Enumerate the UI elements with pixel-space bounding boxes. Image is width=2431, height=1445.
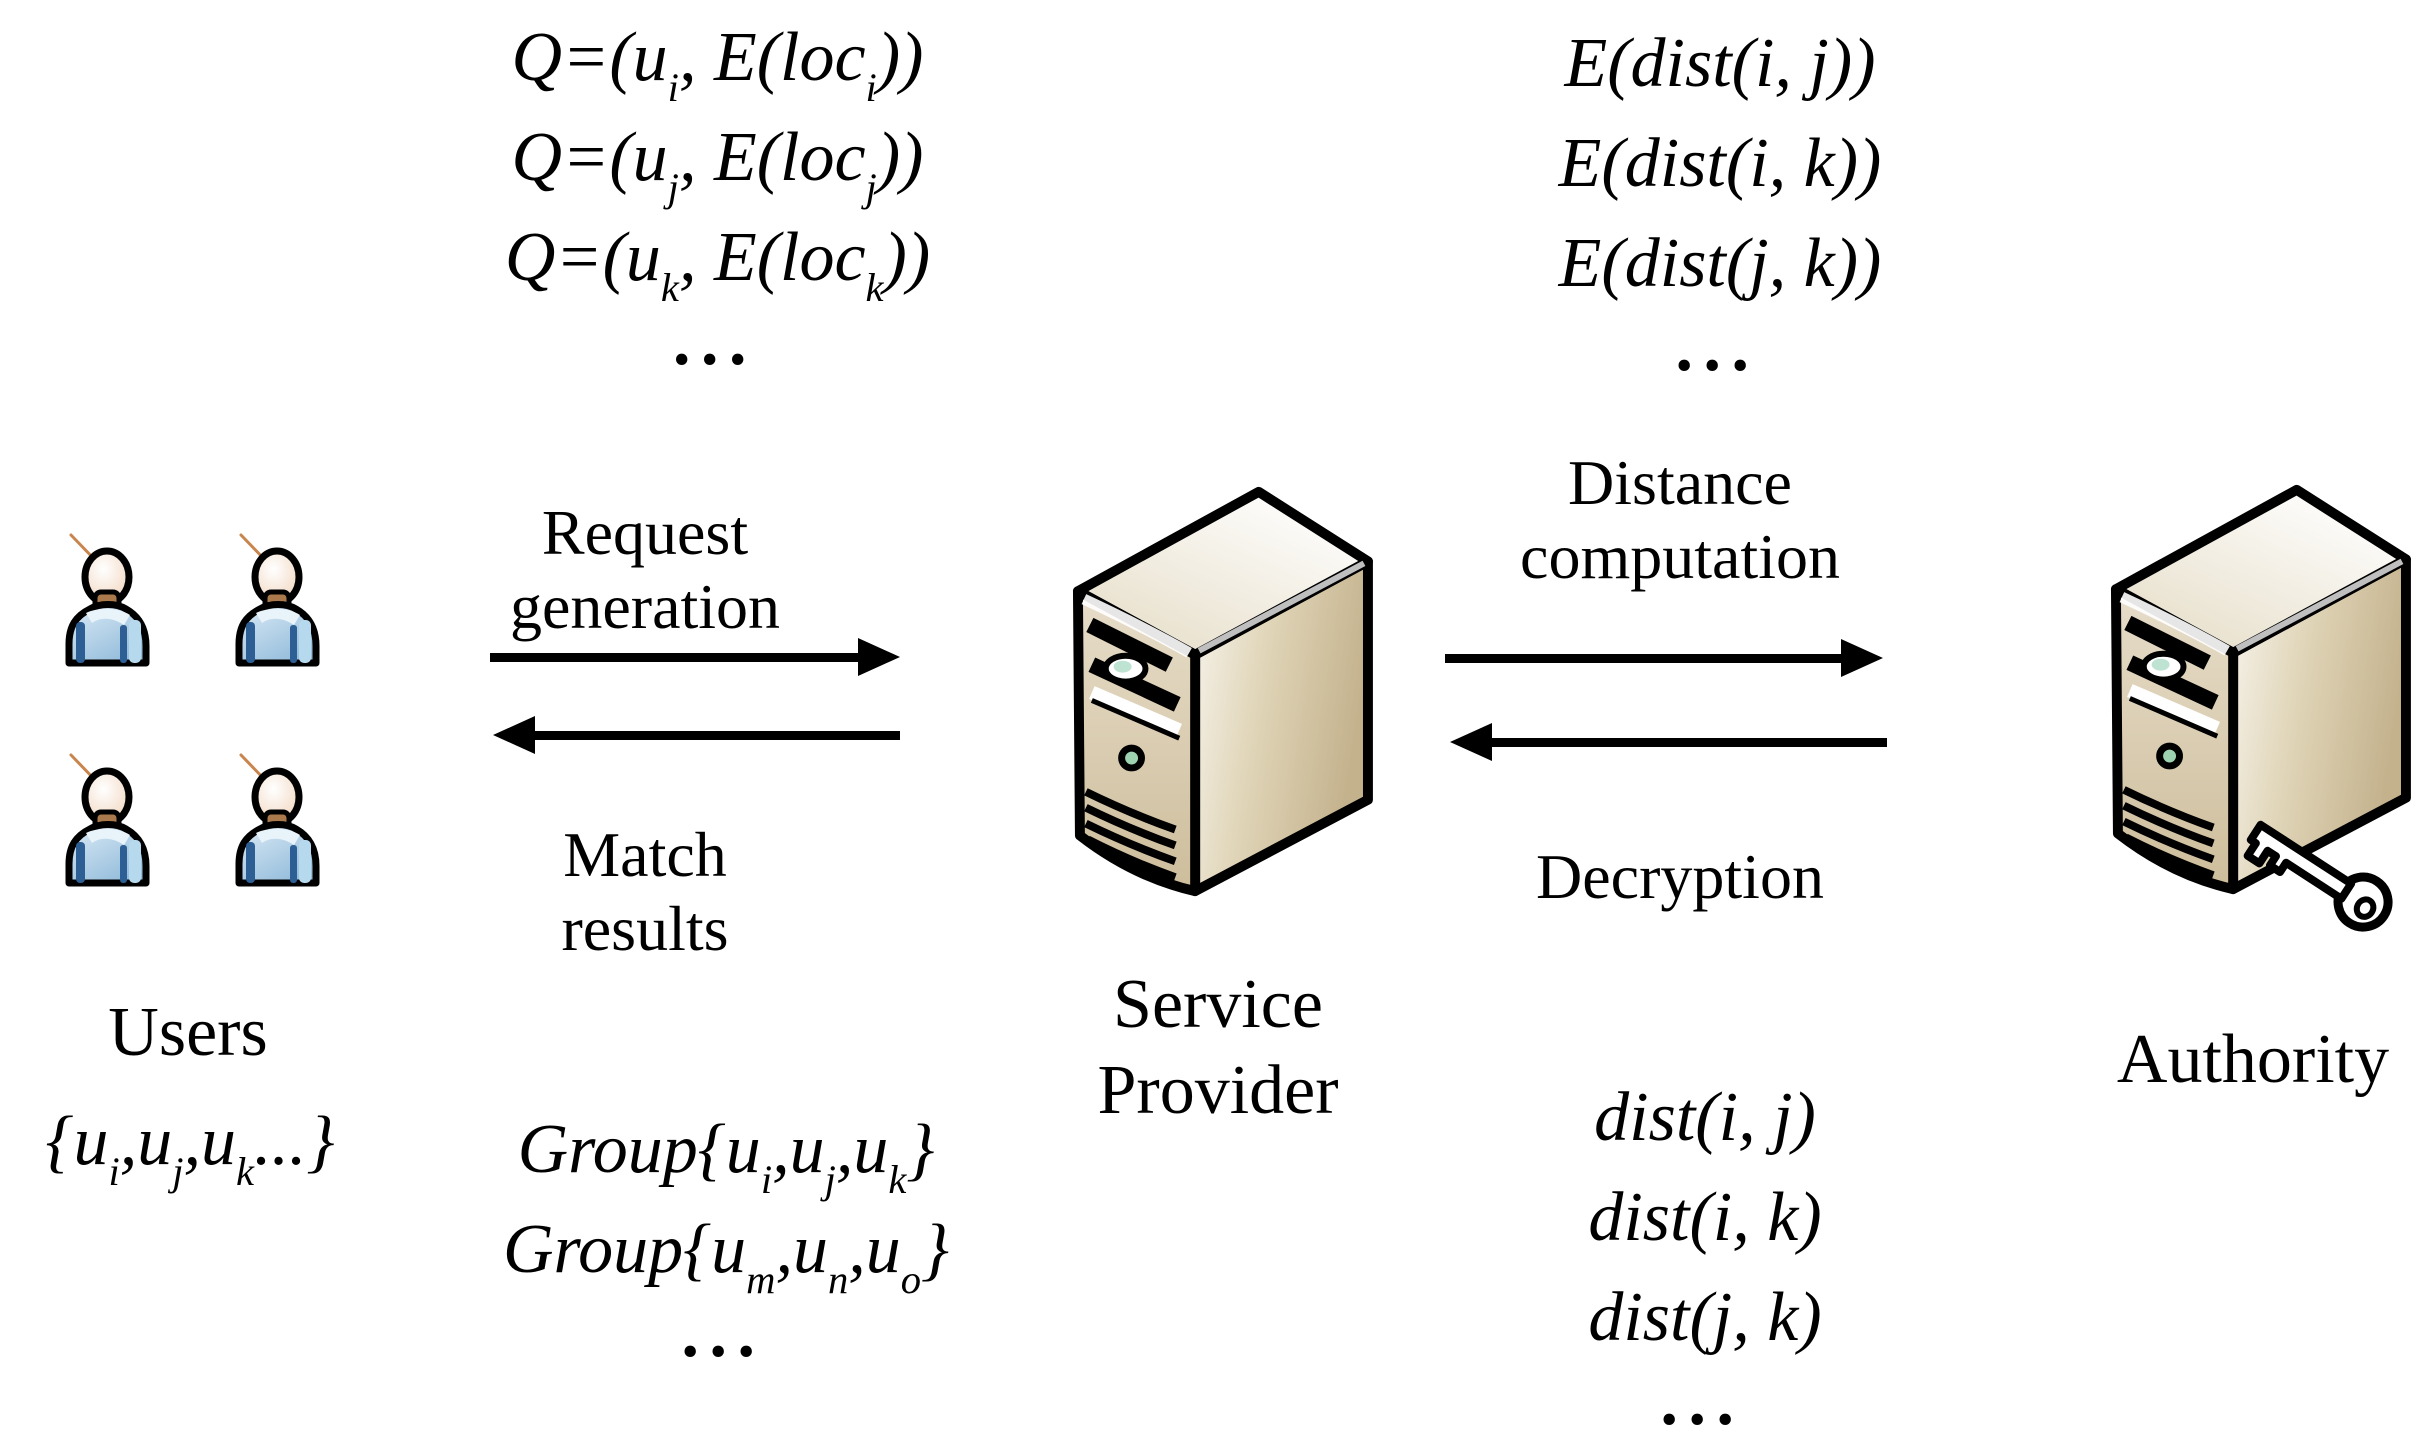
user-icon — [59, 752, 151, 893]
distance-line: dist(i, k) — [1588, 1179, 1822, 1256]
user-icon — [229, 532, 321, 673]
group-results-block: Group{ui,uj,uk} Group{um,un,uo} ... — [480, 1100, 972, 1384]
encrypted-distance-block: E(dist(i, j)) E(dist(i, k)) E(dist(j, k)… — [1530, 14, 1910, 398]
arrow-head-left-icon — [1450, 723, 1492, 761]
match-results-label: Match results — [561, 819, 729, 964]
ellipsis: ... — [684, 1295, 768, 1372]
query-messages-block: Q=(ui, E(loci)) Q=(uj, E(locj)) Q=(uk, E… — [430, 8, 1005, 392]
distance-line: dist(j, k) — [1588, 1279, 1822, 1356]
group-line: Group{ui,uj,uk} — [517, 1111, 935, 1203]
user-icon — [59, 532, 151, 673]
arrow-head-right-icon — [1841, 639, 1883, 677]
authority-label: Authority — [2116, 1021, 2390, 1098]
decryption-arrow-line — [1492, 738, 1887, 747]
users-label: Users — [108, 994, 268, 1071]
encrypted-distance-line: E(dist(i, k)) — [1558, 125, 1882, 202]
distance-line: dist(i, j) — [1594, 1079, 1816, 1156]
service-provider-label: Service Provider — [1097, 966, 1339, 1129]
request-generation-label: Request generation — [509, 497, 781, 642]
encrypted-distance-line: E(dist(i, j)) — [1564, 25, 1876, 102]
ellipsis: ... — [1663, 1363, 1747, 1440]
request-arrow-line — [490, 653, 862, 662]
match-arrow-line — [535, 731, 900, 740]
encrypted-distance-line: E(dist(j, k)) — [1558, 225, 1882, 302]
key-icon — [2224, 798, 2408, 951]
query-line: Q=(uk, E(lock)) — [504, 219, 931, 311]
users-set-label: {ui,uj,uk...} — [45, 1103, 335, 1195]
distance-results-block: dist(i, j) dist(i, k) dist(j, k) ... — [1510, 1068, 1900, 1445]
group-line: Group{um,un,uo} — [502, 1211, 950, 1303]
query-line: Q=(ui, E(loci)) — [511, 19, 924, 111]
query-line: Q=(uj, E(locj)) — [511, 119, 924, 211]
ellipsis: ... — [1678, 309, 1762, 386]
arrow-head-right-icon — [858, 638, 900, 676]
distance-computation-label: Distance computation — [1520, 447, 1840, 592]
server-icon — [2094, 468, 2412, 910]
arrow-head-left-icon — [493, 716, 535, 754]
user-icon — [229, 752, 321, 893]
decryption-label: Decryption — [1536, 841, 1824, 912]
distance-arrow-line — [1445, 654, 1841, 663]
ellipsis: ... — [675, 303, 760, 380]
server-icon — [1056, 470, 1374, 912]
